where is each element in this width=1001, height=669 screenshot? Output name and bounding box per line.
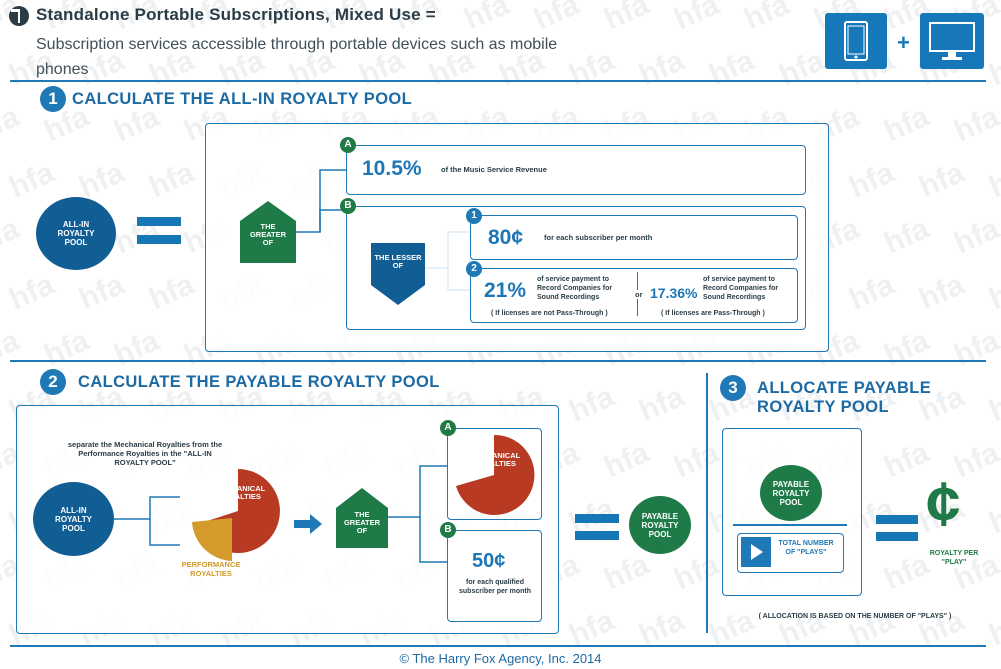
step2-option-a-label: MECHANICAL ROYALTIES: [469, 451, 521, 468]
step2-all-in-pool-circle: ALL-IN ROYALTY POOL: [33, 482, 114, 556]
step1-option-a-desc: of the Music Service Revenue: [441, 165, 547, 174]
step1-item2-desc-right: of service payment to Record Companies f…: [703, 276, 779, 301]
step2-performance-label: PERFORMANCE ROYALTIES: [181, 560, 241, 578]
footer-divider: [10, 645, 986, 647]
step1-item1-desc: for each subscriber per month: [544, 233, 653, 242]
step1-item1-value: 80¢: [488, 226, 524, 249]
step3-title: ALLOCATE PAYABLE ROYALTY POOL: [757, 379, 932, 416]
step3-plays-label: TOTAL NUMBER OF "PLAYS": [778, 540, 834, 556]
step1-item2-box: [470, 268, 798, 323]
page-title: Standalone Portable Subscriptions, Mixed…: [36, 5, 436, 24]
step3-fraction-bar: [733, 524, 847, 526]
step1-equals-icon: [137, 217, 181, 244]
step2-payable-pool-circle: PAYABLE ROYALTY POOL: [629, 496, 691, 554]
plus-icon: +: [897, 30, 910, 55]
step2-equals-icon: [575, 514, 619, 540]
step2-royalty-split-pie: [190, 466, 285, 561]
footer-copyright: © The Harry Fox Agency, Inc. 2014: [399, 651, 602, 666]
play-icon: [741, 537, 771, 567]
step1-item2-or: or: [634, 290, 644, 299]
step1-lesser-of-label: THE LESSER OF: [374, 253, 422, 270]
step2-option-b-value: 50¢: [472, 550, 506, 572]
step1-lesser-of-shape: THE LESSER OF: [371, 243, 425, 305]
step3-result-label: ROYALTY PER "PLAY": [929, 550, 979, 566]
page-subtitle: Subscription services accessible through…: [36, 36, 558, 78]
header-divider: [10, 80, 986, 82]
step1-item2-value-left: 21%: [484, 279, 527, 302]
step1-item1-box: [470, 215, 798, 260]
step2-arrow-icon: [294, 514, 322, 539]
step2-number: 2: [40, 369, 66, 395]
step2-result-label: PAYABLE ROYALTY POOL: [641, 511, 679, 539]
step2-greater-of-label: THE GREATER OF: [343, 510, 381, 535]
step1-item1-number: 1: [466, 208, 482, 224]
monitor-icon: [920, 13, 984, 69]
step1-option-b-letter: B: [340, 198, 356, 214]
step1-item2-number: 2: [466, 261, 482, 277]
step2-mechanical-pie: [451, 432, 537, 518]
step3-equals-icon: [876, 515, 918, 541]
step1-title: CALCULATE THE ALL-IN ROYALTY POOL: [72, 90, 413, 108]
step2-greater-of-shape: THE GREATER OF: [336, 488, 388, 548]
step1-item2-note-left: ( If licenses are not Pass-Through ): [491, 310, 608, 317]
step1-option-a-box: [346, 145, 806, 195]
cent-icon: ¢: [926, 470, 961, 539]
step2-option-b-desc: for each qualified subscriber per month: [459, 579, 531, 595]
step1-item2-desc-left: of service payment to Record Companies f…: [537, 276, 613, 301]
step1-pool-label: ALL-IN ROYALTY POOL: [57, 220, 95, 247]
step3-note: ( ALLOCATION IS BASED ON THE NUMBER OF "…: [758, 613, 952, 620]
step1-option-a-value: 10.5%: [362, 157, 422, 180]
step1-option-a-letter: A: [340, 137, 356, 153]
step2-mechanical-label: MECHANICAL ROYALTIES: [214, 484, 266, 501]
step1-number: 1: [40, 86, 66, 112]
step1-item2-note-right: ( If licenses are Pass-Through ): [661, 310, 765, 317]
step1-divider: [10, 360, 986, 362]
step2-title: CALCULATE THE PAYABLE ROYALTY POOL: [78, 373, 440, 391]
step2-option-b-letter: B: [440, 522, 456, 538]
step1-greater-of-label: THE GREATER OF: [249, 222, 287, 247]
step2-option-b-box: [447, 530, 542, 622]
step2-option-a-letter: A: [440, 420, 456, 436]
hfa-logo-icon: [8, 5, 30, 27]
step1-item2-value-right: 17.36%: [650, 285, 698, 301]
step3-pool-label: PAYABLE ROYALTY POOL: [772, 479, 810, 507]
tablet-icon: [825, 13, 887, 69]
step1-all-in-pool-circle: ALL-IN ROYALTY POOL: [36, 197, 116, 270]
step3-number: 3: [720, 375, 746, 401]
step3-payable-pool-circle: PAYABLE ROYALTY POOL: [760, 465, 822, 521]
step2-separate-text: separate the Mechanical Royalties from t…: [67, 440, 223, 467]
step2-pool-label: ALL-IN ROYALTY POOL: [55, 505, 92, 533]
step1-greater-of-shape: THE GREATER OF: [240, 201, 296, 263]
step3-divider: [706, 373, 708, 633]
